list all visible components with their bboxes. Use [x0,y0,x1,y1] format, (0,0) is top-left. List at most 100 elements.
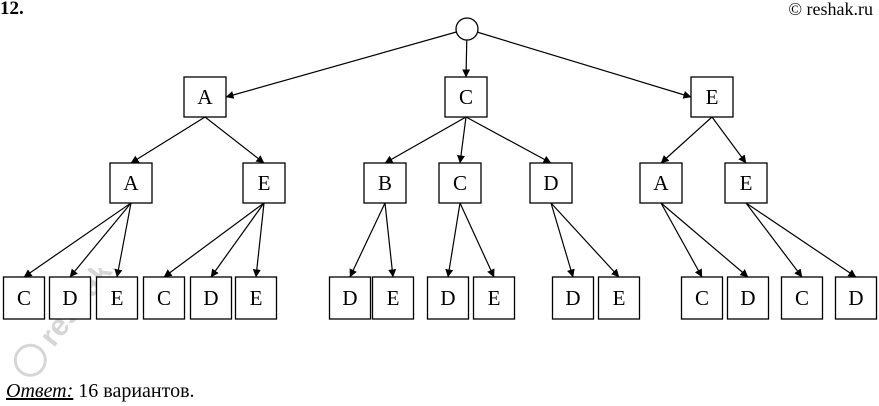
tree-edge [660,202,749,278]
tree-node-level3-box [2,276,46,320]
tree-node-level3: E [95,276,139,320]
tree-node-level1-box [183,76,227,118]
tree-node-level3: C [142,276,186,320]
tree-node-level1-label: C [459,85,473,109]
tree-node-level1-box [444,76,488,118]
tree-node-level2-label: E [740,171,753,195]
tree-node-level3-label: D [62,286,77,310]
tree-edge [550,202,620,278]
tree-node-level3-label: C [695,286,709,310]
tree-node-level3-box [680,276,724,320]
tree-node-level3-label: D [203,286,218,310]
tree-node-level2-label: E [258,171,271,195]
tree-node-level3: C [2,276,46,320]
tree-node-level3: E [234,276,278,320]
tree-edge [210,202,265,278]
source-credit: © reshak.ru [788,0,873,19]
tree-edge [457,116,467,164]
tree-node-level3: D [426,276,470,320]
tree-node-level3-label: D [848,286,863,310]
tree-node-level3-label: E [613,286,626,310]
tree-node-level3-box [189,276,233,320]
tree-node-level3: D [834,276,878,320]
tree-node-level1-label: E [706,85,719,109]
tree-node-level2-label: D [543,171,558,195]
tree-node-level2: E [242,162,286,204]
tree-node-level1-label: A [197,85,213,109]
tree-edge [114,202,132,278]
tree-node-level3-label: E [488,286,501,310]
tree-node-level3-box [328,276,372,320]
tree-node-level3-label: E [111,286,124,310]
tree-node-level3: D [551,276,595,320]
tree-edge [660,116,713,164]
tree-edge [445,202,461,278]
tree-edge [745,202,803,278]
tree-node-level2-box [363,162,407,204]
problem-number: 12. [0,0,24,19]
tree-node-level3-box [551,276,595,320]
tree-node-level1: C [444,76,488,118]
tree-node-level3-box [780,276,824,320]
tree-node-level2-box [242,162,286,204]
tree-edge [459,202,495,278]
tree-edge [23,202,132,278]
tree-node-level1: E [690,76,734,118]
tree-node-level3-box [426,276,470,320]
tree-node-level3-label: D [342,286,357,310]
tree-node-level2: E [724,162,768,204]
tree-node-level3-label: C [795,286,809,310]
tree-node-level3: C [780,276,824,320]
tree-node-level3-box [472,276,516,320]
answer-text: 16 вариантов. [73,380,195,402]
tree-node-level3-label: E [387,286,400,310]
tree-node-level3-box [726,276,770,320]
tree-node-level2-label: A [653,171,669,195]
tree-node-level2-box [529,162,573,204]
tree-node-level3-label: E [250,286,263,310]
tree-edge [745,202,857,278]
tree-edge [660,202,703,278]
tree-node-level3-box [142,276,186,320]
tree-edge [163,202,265,278]
tree-node-level3: E [597,276,641,320]
tree-node-level3-label: D [440,286,455,310]
tree-edge [225,28,468,99]
tree-node-level3-box [597,276,641,320]
tree-node-level2-label: B [378,171,392,195]
tree-node-level3: E [472,276,516,320]
tree-node-level3: D [48,276,92,320]
tree-node-level2-box [639,162,683,204]
tree-node-level3-box [48,276,92,320]
tree-node-level2-box [438,162,482,204]
tree-node-level3-label: C [157,286,171,310]
tree-node-level2: A [109,162,153,204]
tree-node-level2-box [109,162,153,204]
tree-node-level3-box [834,276,878,320]
tree-edge [466,28,692,99]
tree-node-level3-label: C [17,286,31,310]
tree-node-level2-label: C [453,171,467,195]
tree-node-level3: D [189,276,233,320]
tree-node-level2: D [529,162,573,204]
tree-node-level3-label: D [565,286,580,310]
tree-node-level2: C [438,162,482,204]
tree-node-level2-label: A [123,171,139,195]
tree-node-level2-box [724,162,768,204]
tree-edge [550,202,575,278]
tree-edge [711,116,747,164]
tree-node-level2: A [639,162,683,204]
tree-edge [384,202,397,278]
tree-node-level3-box [95,276,139,320]
tree-node-level3: E [371,276,415,320]
answer-line: Ответ: 16 вариантов. [6,380,195,403]
tree-edge [204,116,265,164]
tree-edges [23,28,857,278]
tree-edge [384,116,467,164]
tree-node-level1: A [183,76,227,118]
tree-node-level3: D [726,276,770,320]
root-node [455,17,479,41]
